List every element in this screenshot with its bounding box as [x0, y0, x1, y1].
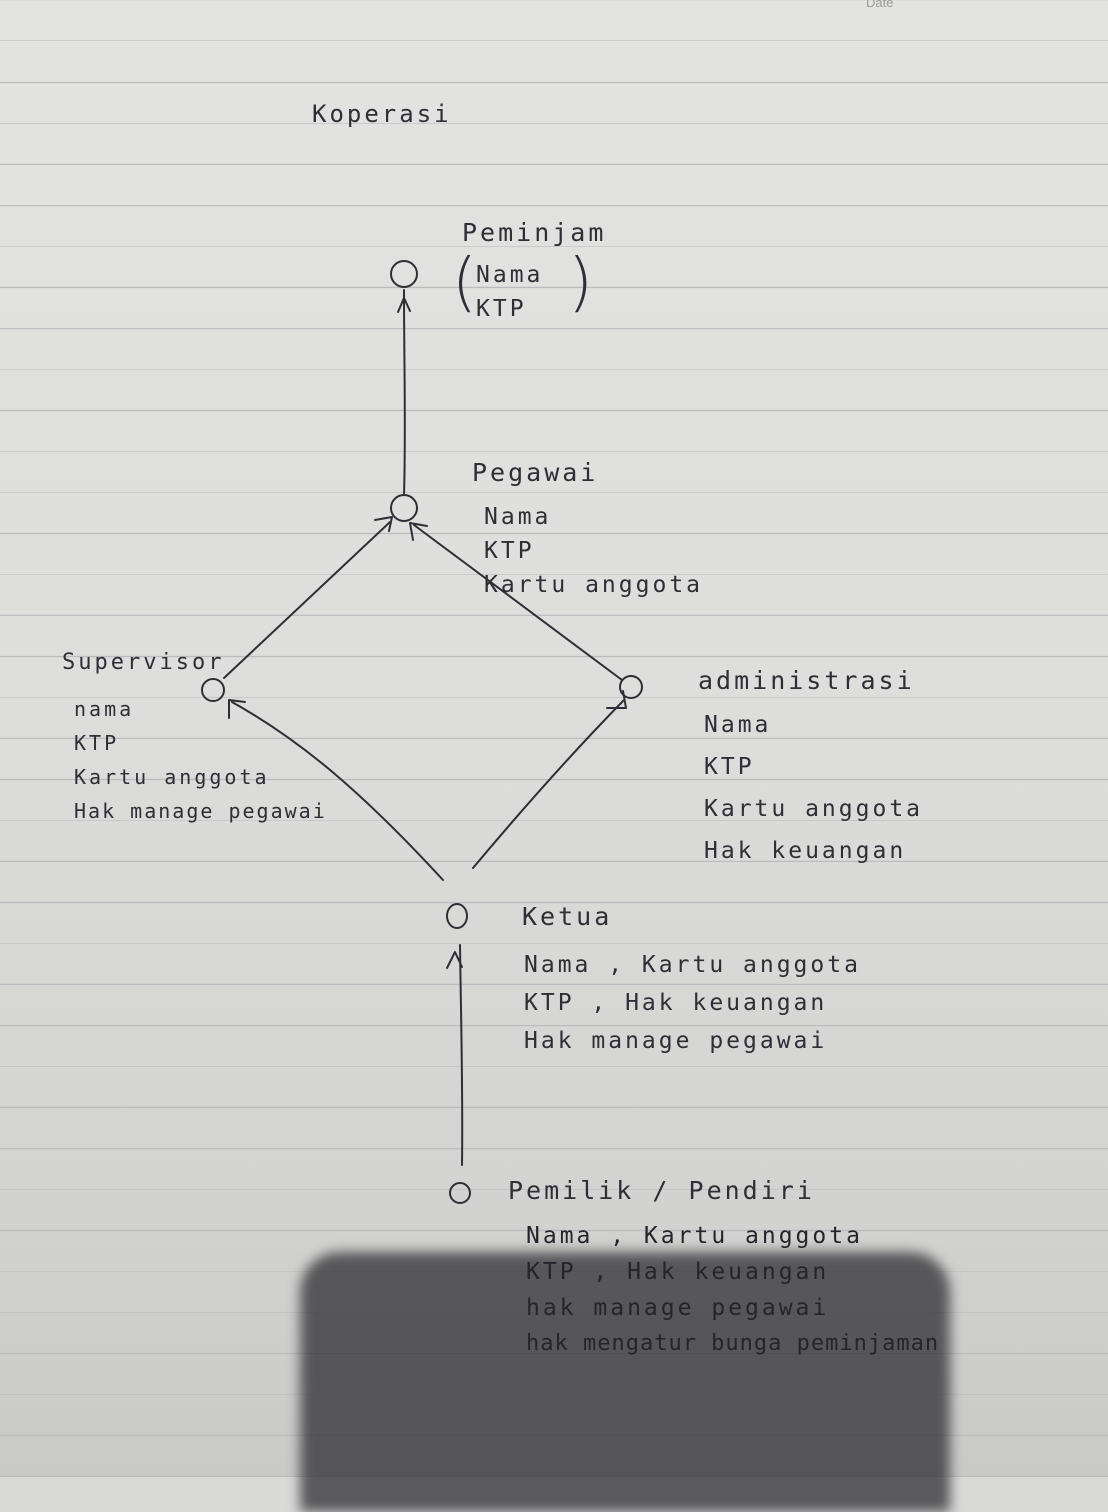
- node-circle-peminjam: [390, 260, 418, 288]
- paren-right: ): [568, 246, 593, 320]
- node-circle-supervisor: [201, 678, 225, 702]
- diagram-canvas: [201, 260, 643, 1204]
- edge-supervisor-pegawai: [223, 521, 391, 679]
- attribute: Hak keuangan: [704, 838, 907, 864]
- node-attributes-administrasi: Nama KTP Kartu anggota Hak keuangan: [704, 704, 923, 872]
- attribute: nama: [74, 697, 135, 721]
- node-circle-pegawai: [390, 494, 418, 522]
- node-attributes-pemilik: Nama , Kartu anggota KTP , Hak keuangan …: [526, 1218, 939, 1362]
- attribute: KTP: [476, 296, 527, 322]
- attribute: Nama: [484, 504, 552, 530]
- arrowhead-pegawai-right: [409, 522, 428, 541]
- arrowhead-administrasi: [606, 690, 627, 709]
- edge-pemilik-ketua: [459, 944, 464, 1166]
- node-attributes-peminjam: Nama KTP: [476, 258, 543, 326]
- attribute: Kartu anggota: [484, 572, 704, 598]
- edge-pegawai-peminjam: [403, 289, 406, 496]
- edge-administrasi-pegawai: [413, 524, 623, 681]
- attribute: Kartu anggota: [704, 796, 924, 822]
- arrowhead-peminjam: [397, 297, 411, 313]
- node-title-peminjam: Peminjam: [462, 218, 607, 247]
- node-title-supervisor: Supervisor: [62, 650, 225, 675]
- arrowhead-ketua: [446, 951, 463, 969]
- node-circle-ketua: [446, 903, 468, 929]
- arrowhead-pegawai-left: [374, 516, 393, 532]
- node-attributes-ketua: Nama , Kartu anggota KTP , Hak keuangan …: [524, 946, 861, 1060]
- attribute: Hak manage pegawai: [74, 799, 327, 823]
- node-attributes-pegawai: Nama KTP Kartu anggota: [484, 500, 703, 602]
- attribute: Nama , Kartu anggota: [526, 1223, 863, 1249]
- arrowhead-supervisor: [228, 699, 246, 719]
- attribute: Hak manage pegawai: [524, 1028, 828, 1054]
- attribute: Nama: [704, 712, 772, 738]
- node-title-administrasi: administrasi: [698, 666, 915, 695]
- attribute: Kartu anggota: [74, 765, 270, 789]
- node-title-pemilik: Pemilik / Pendiri: [508, 1176, 815, 1205]
- attribute: hak mengatur bunga peminjaman: [526, 1331, 940, 1356]
- attribute: Nama , Kartu anggota: [524, 952, 861, 978]
- attribute: KTP: [484, 538, 535, 564]
- attribute: hak manage pegawai: [526, 1295, 830, 1321]
- node-title-ketua: Ketua: [522, 902, 613, 931]
- date-label: Date: [866, 0, 894, 10]
- attribute: KTP: [74, 731, 120, 755]
- attribute: Nama: [476, 262, 544, 288]
- node-attributes-supervisor: nama KTP Kartu anggota Hak manage pegawa…: [74, 692, 327, 828]
- edge-ketua-supervisor: [231, 701, 444, 881]
- paren-left: (: [452, 246, 477, 320]
- edge-ketua-administrasi: [472, 699, 625, 869]
- hand-shadow: [300, 1252, 950, 1512]
- attribute: KTP , Hak keuangan: [524, 990, 828, 1016]
- attribute: KTP: [704, 754, 755, 780]
- attribute: KTP , Hak keuangan: [526, 1259, 830, 1285]
- diagram-title: Koperasi: [312, 100, 452, 128]
- node-circle-administrasi: [619, 675, 643, 699]
- node-title-pegawai: Pegawai: [472, 458, 599, 487]
- node-circle-pemilik: [449, 1182, 471, 1204]
- notebook-paper: [0, 0, 1108, 1477]
